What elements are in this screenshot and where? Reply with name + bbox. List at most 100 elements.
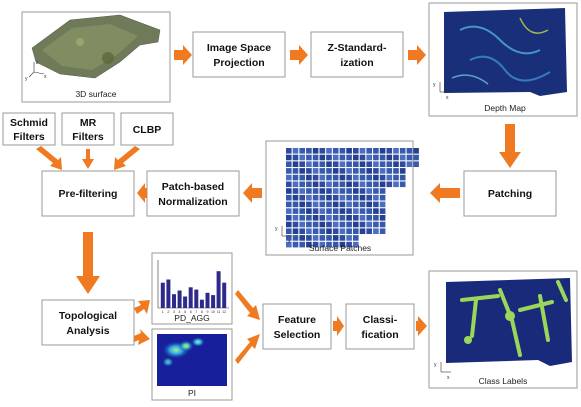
arrow-surface-to-projection <box>174 45 192 65</box>
surface-patch <box>312 154 319 161</box>
surface-patch <box>286 188 292 194</box>
surface-patch <box>373 181 379 188</box>
surface-patch <box>326 194 332 201</box>
surface-patch <box>339 201 346 208</box>
pd-agg-bar <box>205 292 210 308</box>
surface-patch <box>366 208 372 214</box>
surface-patch <box>373 154 379 161</box>
pd-agg-bar <box>199 299 204 308</box>
surface-patch <box>379 221 386 228</box>
surface-patch <box>312 241 319 248</box>
surface-patch <box>366 194 372 201</box>
pd-agg-bar <box>222 282 227 308</box>
surface-patch <box>359 194 366 201</box>
surface-patch <box>312 208 319 214</box>
surface-patch <box>339 215 346 221</box>
surface-patch <box>326 148 332 154</box>
node-z-standardization-line2: ization <box>340 57 373 69</box>
surface-patch <box>292 201 299 208</box>
node-feature-selection-line1: Feature <box>278 314 316 326</box>
surface-patch <box>306 228 312 234</box>
surface-patch <box>359 168 366 174</box>
surface-patch <box>332 181 339 188</box>
surface-patch <box>299 154 305 161</box>
arrow-zstd-to-depthmap <box>408 45 426 65</box>
class-labels-caption: Class Labels <box>479 376 528 386</box>
arrow-topological-to-pd <box>134 300 150 314</box>
surface-patch <box>366 188 372 194</box>
node-patch-normalization: Patch-based Normalization <box>146 170 240 217</box>
class-axis-x: x <box>447 375 450 381</box>
surface-patch <box>339 174 346 181</box>
surface-patch <box>326 188 332 194</box>
surface-patch <box>299 181 305 188</box>
depth-axis-y: y <box>433 82 436 88</box>
pd-agg-bar <box>166 279 171 308</box>
surface-patch <box>346 168 352 174</box>
pd-agg-caption: PD_AGG <box>174 313 209 323</box>
arrow-pi-to-feature <box>235 334 260 364</box>
surface-patch <box>332 215 339 221</box>
surface-patch <box>306 148 312 154</box>
surface-patch <box>366 148 372 154</box>
surface-patch <box>332 174 339 181</box>
surface-patch <box>393 174 399 181</box>
surface-patch <box>379 154 386 161</box>
surface-patch <box>299 208 305 214</box>
surface-axis-y: y <box>25 76 28 82</box>
pd-agg-tick-label: 10 <box>211 310 215 314</box>
surface-patch <box>312 161 319 167</box>
surface-patch <box>286 215 292 221</box>
surface-patch <box>326 215 332 221</box>
surface-patch <box>319 188 326 194</box>
node-clbp-line1: CLBP <box>133 124 162 136</box>
surface-patch <box>299 174 305 181</box>
pd-agg-tick-label: 7 <box>195 310 197 314</box>
surface-patch <box>399 161 406 167</box>
surface-patch <box>339 241 346 248</box>
surface-patch <box>366 161 372 167</box>
surface-patch <box>292 154 299 161</box>
surface-patch <box>312 201 319 208</box>
surface-patch <box>346 174 352 181</box>
pd-agg-tick-label: 2 <box>167 310 169 314</box>
surface-patch <box>406 161 413 167</box>
pd-agg-tick-label: 5 <box>184 310 186 314</box>
surface-patch <box>292 194 299 201</box>
arrow-normalization-to-prefilter <box>137 183 147 203</box>
surface-patch <box>306 215 312 221</box>
surface-patch <box>366 168 372 174</box>
surface-patch <box>326 181 332 188</box>
surface-patches-panel: y x Surface Patches <box>265 140 419 256</box>
surface-patch <box>359 154 366 161</box>
surface-patch <box>339 188 346 194</box>
surface-patch <box>359 208 366 214</box>
surface-patch <box>292 188 299 194</box>
surface-patch <box>299 194 305 201</box>
surface-patch <box>379 201 386 208</box>
pd-agg-bars <box>160 271 227 308</box>
surface-patch <box>339 148 346 154</box>
surface-patch <box>373 215 379 221</box>
node-z-standardization: Z-Standard- ization <box>310 31 404 78</box>
surface-patch <box>292 208 299 214</box>
surface-patch <box>332 208 339 214</box>
flow-arrows <box>36 45 521 364</box>
surface-patch <box>332 241 339 248</box>
surface-patch <box>292 181 299 188</box>
surface-patch <box>326 201 332 208</box>
surface-patch <box>346 208 352 214</box>
surface-patch <box>379 148 386 154</box>
pd-agg-bar <box>188 287 193 308</box>
surface-patch <box>353 188 359 194</box>
surface-patch <box>346 161 352 167</box>
pd-agg-tick-label: 11 <box>217 310 221 314</box>
pd-agg-bar <box>160 282 165 308</box>
surface-patch <box>312 174 319 181</box>
surface-patch <box>286 208 292 214</box>
surface-patch <box>393 154 399 161</box>
surface-patch <box>373 201 379 208</box>
surface-patch <box>319 194 326 201</box>
surface-patch <box>306 221 312 228</box>
surface-patch <box>339 154 346 161</box>
